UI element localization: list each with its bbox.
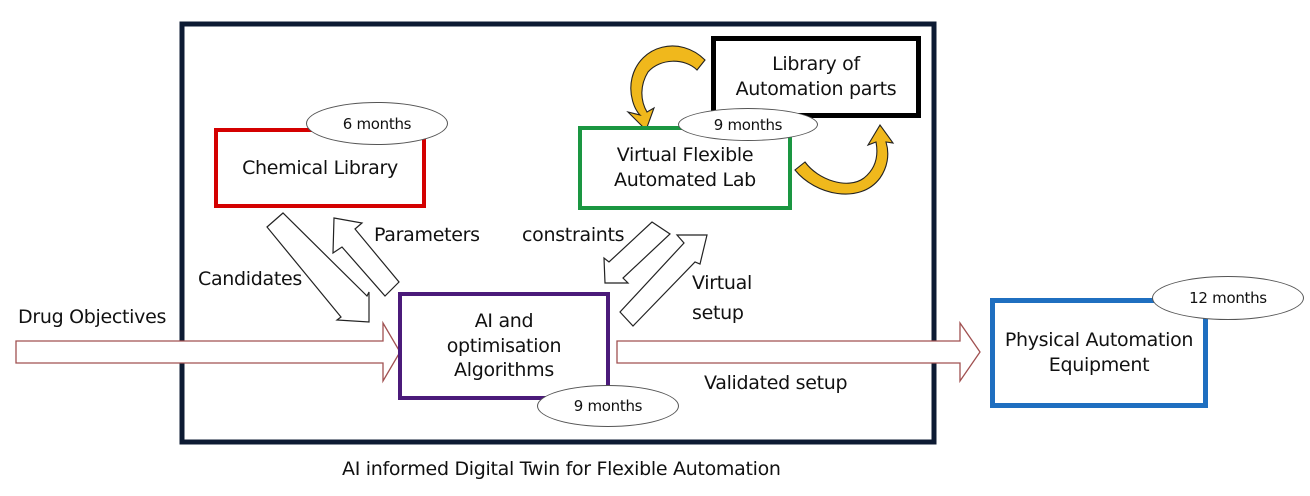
virtual-lab-label-line1: Virtual Flexible: [616, 144, 754, 167]
parameters-label: Parameters: [374, 224, 480, 246]
drug-objectives-label: Drug Objectives: [18, 306, 167, 328]
library-parts-label-line1: Library of: [772, 53, 860, 76]
virtual-setup-arrow: [619, 234, 708, 327]
duration-text: 9 months: [713, 115, 783, 134]
constraints-label: constraints: [522, 224, 625, 246]
digital-twin-frame: [179, 21, 937, 445]
virtual-lab-duration-badge: 9 months: [678, 108, 818, 141]
cycle-arrow-to-library: [794, 124, 895, 195]
diagram-caption: AI informed Digital Twin for Flexible Au…: [342, 458, 781, 480]
ai-label-line3: Algorithms: [454, 359, 554, 382]
duration-text: 6 months: [342, 114, 412, 133]
ai-duration-badge: 9 months: [537, 385, 679, 427]
physical-equipment-box: Physical Automation Equipment: [990, 298, 1208, 408]
library-of-parts-box: Library of Automation parts: [711, 36, 921, 118]
constraints-arrow: [603, 221, 671, 284]
ai-label-line1: AI and: [474, 309, 534, 332]
drug-objectives-arrow: [15, 320, 401, 384]
validated-setup-arrow: [616, 320, 981, 384]
validated-setup-label: Validated setup: [704, 372, 848, 394]
physical-label-line2: Equipment: [1048, 354, 1150, 376]
physical-duration-badge: 12 months: [1152, 276, 1304, 320]
candidates-label: Candidates: [198, 268, 303, 290]
virtual-setup-label-line1: Virtual: [692, 272, 752, 294]
ai-algorithms-box: AI and optimisation Algorithms: [398, 292, 610, 400]
ai-label-line2: optimisation: [446, 334, 562, 357]
virtual-lab-label-line2: Automated Lab: [614, 169, 756, 191]
duration-text: 12 months: [1189, 289, 1267, 307]
library-parts-label-line2: Automation parts: [735, 78, 897, 100]
chemical-library-duration-badge: 6 months: [306, 102, 448, 145]
duration-text: 9 months: [573, 397, 643, 415]
cycle-arrow-to-lab: [626, 45, 706, 131]
parameters-arrow: [332, 217, 400, 297]
virtual-setup-label-line2: setup: [692, 302, 744, 324]
physical-label-line1: Physical Automation: [1004, 329, 1194, 352]
chemical-library-label: Chemical Library: [242, 156, 398, 179]
candidates-arrow: [266, 212, 370, 323]
